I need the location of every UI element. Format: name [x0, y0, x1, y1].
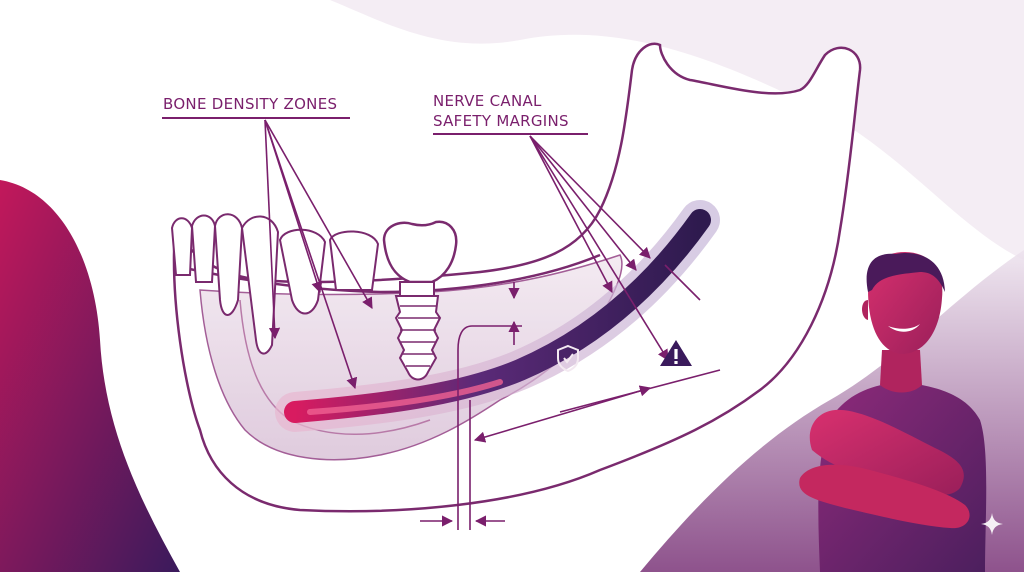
warning-triangle-icon: [660, 340, 692, 366]
nerve-tick: [664, 264, 701, 301]
tooth-canine: [213, 213, 244, 316]
implant-abutment: [399, 281, 435, 297]
dental-implant: [382, 220, 458, 381]
bone-arrow-2: [264, 119, 373, 309]
person-illustration: [799, 252, 987, 572]
person-crossed-arms-lower: [799, 464, 970, 529]
bone-arrow-4: [264, 119, 323, 294]
nerve-arrow-4: [529, 135, 669, 361]
person-hair: [866, 253, 945, 292]
shield-check-icon: [557, 344, 579, 373]
bone-density-zones-text: BONE DENSITY ZONES: [163, 95, 338, 113]
tooth-incisor-2: [190, 214, 217, 283]
person-ear: [862, 300, 868, 320]
sparkle-icon: [981, 513, 1003, 535]
span-arrow-2: [559, 369, 721, 413]
person-smile: [888, 324, 920, 332]
vertical-guide-1: [457, 325, 473, 530]
bone-density-arrows: [264, 119, 373, 390]
nerve-arrow-2: [529, 135, 651, 259]
tooth-molar: [328, 230, 380, 291]
bone-density-zones-label: BONE DENSITY ZONES: [163, 94, 337, 114]
safety-margins-text: SAFETY MARGINS: [433, 112, 569, 130]
person-neck: [880, 350, 922, 393]
bone-arrow-1: [264, 119, 281, 340]
nerve-canal-text: NERVE CANAL: [433, 92, 542, 110]
nerve-canal-safety-margins-label: NERVE CANAL SAFETY MARGINS: [433, 91, 569, 131]
tooth-incisor-1: [170, 217, 194, 276]
nerve-canal-arrows: [529, 135, 701, 361]
nerve-arrow-3: [529, 135, 613, 293]
person-crossed-arms: [809, 409, 964, 496]
background-blob-left: [0, 180, 180, 572]
measurement-guides: [420, 282, 721, 530]
nerve-arrow-1: [529, 135, 637, 271]
implant-crown: [382, 220, 458, 284]
tooth-premolar-root: [240, 215, 280, 355]
implant-screw: [394, 295, 442, 381]
